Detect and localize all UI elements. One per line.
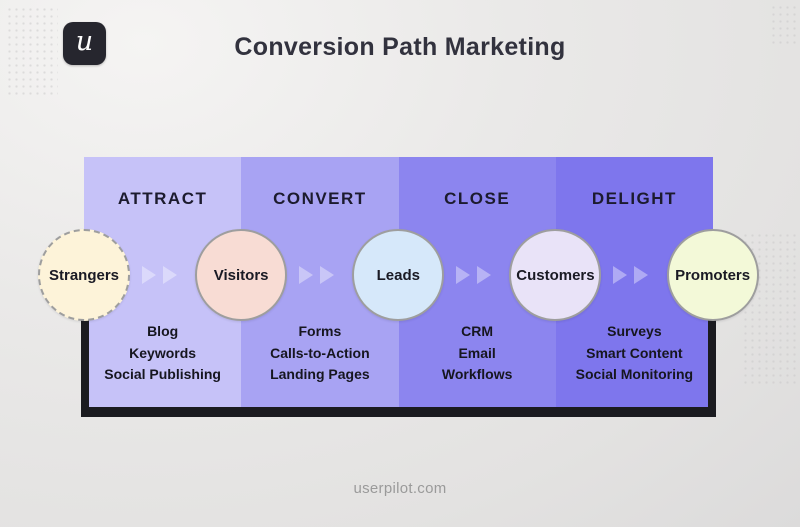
stage-label: CLOSE (444, 189, 511, 208)
dot-texture (742, 232, 798, 384)
stage-item: Surveys (607, 323, 662, 339)
stage-item: Landing Pages (270, 366, 370, 382)
stage-item: Calls-to-Action (270, 344, 370, 361)
userpilot-logo-letter: u (75, 26, 94, 57)
stage-item: CRM (461, 323, 494, 339)
footer-url: userpilot.com (353, 480, 447, 497)
stage-item: Social Publishing (104, 366, 221, 382)
funnel-frame (81, 312, 716, 417)
stage-item: Blog (147, 323, 179, 339)
stage-label: DELIGHT (591, 189, 677, 208)
stage-item: Forms (298, 323, 342, 339)
stage-item: Email (458, 344, 496, 361)
stage-item: Smart Content (586, 344, 683, 361)
stage-label: CONVERT (273, 189, 367, 208)
stage-item: Keywords (129, 344, 197, 361)
stage-label: ATTRACT (117, 189, 208, 208)
userpilot-logo: u (63, 22, 106, 65)
stage-item: Social Monitoring (575, 366, 694, 382)
stage-item: Workflows (441, 366, 513, 382)
page-title: Conversion Path Marketing (234, 33, 566, 61)
